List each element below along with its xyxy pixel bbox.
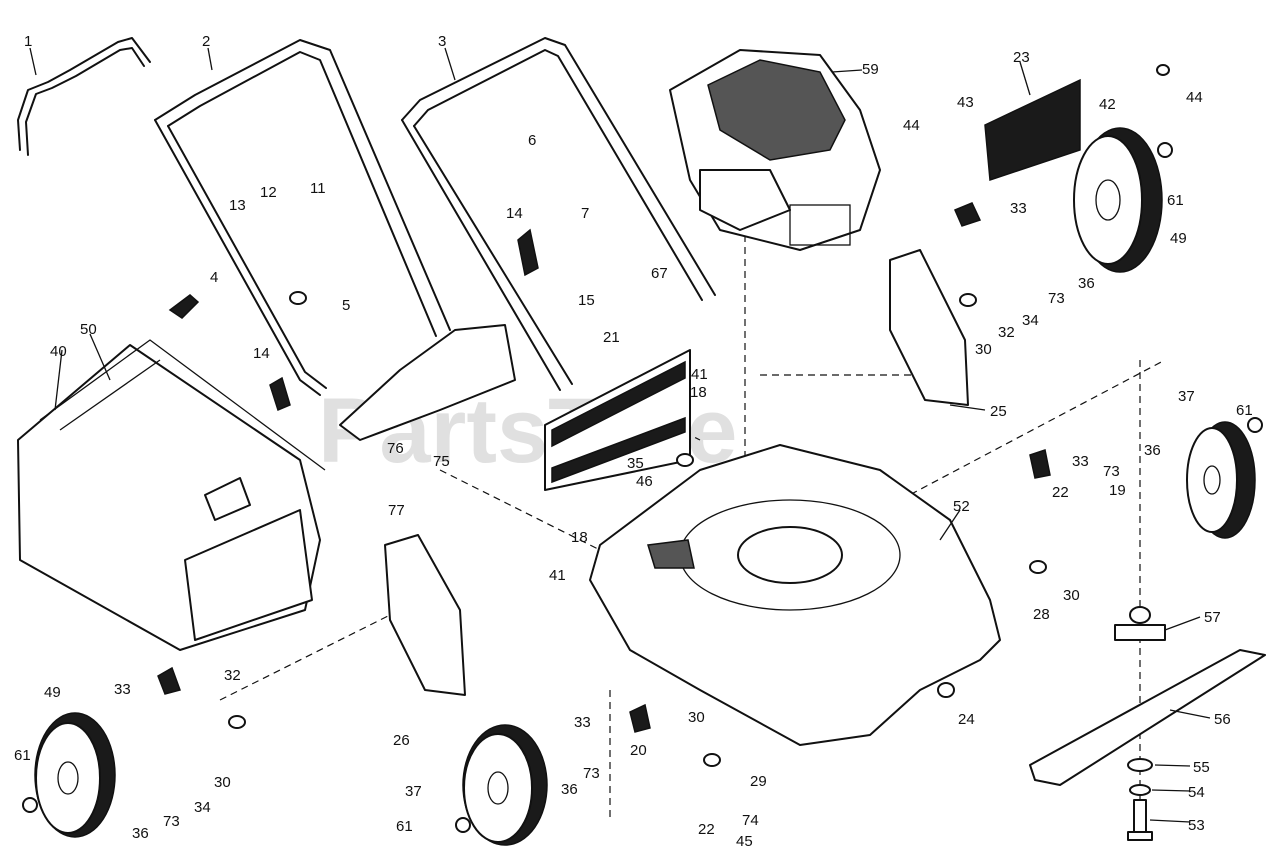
part-label: 61 [396, 818, 413, 835]
part-label: 61 [14, 747, 31, 764]
part-label: 40 [50, 343, 67, 360]
part-label: 53 [1188, 817, 1205, 834]
part-label: 54 [1188, 784, 1205, 801]
part-label: 15 [578, 292, 595, 309]
part-label: 5 [342, 297, 350, 314]
part-label: 18 [571, 529, 588, 546]
part-label: 34 [1022, 312, 1039, 329]
part-label: 29 [750, 773, 767, 790]
part-label: 28 [1033, 606, 1050, 623]
rear-flap [544, 349, 691, 491]
part-label: 52 [953, 498, 970, 515]
wheel-rear-right [1073, 127, 1163, 273]
part-label: 77 [388, 502, 405, 519]
height-adjusters [384, 249, 969, 696]
part-label: 30 [975, 341, 992, 358]
part-label: 49 [44, 684, 61, 701]
leader-lines [29, 47, 1211, 823]
part-label: 18 [690, 384, 707, 401]
part-label: 13 [229, 197, 246, 214]
part-label: 67 [651, 265, 668, 282]
part-label: 25 [990, 403, 1007, 420]
part-label: 46 [636, 473, 653, 490]
part-label: 11 [310, 180, 326, 197]
part-label: 41 [691, 366, 708, 383]
part-label: 76 [387, 440, 404, 457]
part-label: 4 [210, 269, 218, 286]
part-label: 33 [114, 681, 131, 698]
part-label: 41 [549, 567, 566, 584]
part-label: 7 [581, 205, 589, 222]
mower-deck [589, 444, 1001, 746]
part-label: 49 [1170, 230, 1187, 247]
part-label: 30 [214, 774, 231, 791]
part-label: 61 [1236, 402, 1253, 419]
part-label: 33 [1072, 453, 1089, 470]
part-label: 1 [24, 33, 32, 50]
wheel-front-right [1186, 421, 1256, 539]
part-label: 24 [958, 711, 975, 728]
part-label: 36 [132, 825, 149, 842]
part-label: 59 [862, 61, 879, 78]
part-label: 74 [742, 812, 759, 829]
part-label: 36 [1144, 442, 1161, 459]
part-label: 35 [627, 455, 644, 472]
part-label: 73 [163, 813, 180, 830]
part-label: 21 [603, 329, 620, 346]
wheel-rear-left [34, 712, 116, 838]
part-label: 14 [253, 345, 270, 362]
upper-control-bar [17, 37, 151, 156]
part-label: 23 [1013, 49, 1030, 66]
mulch-plug [339, 324, 516, 441]
blade [1029, 649, 1266, 786]
part-label: 42 [1099, 96, 1116, 113]
part-label: 33 [574, 714, 591, 731]
lower-handle [401, 37, 716, 391]
part-label: 34 [194, 799, 211, 816]
grass-catcher [17, 339, 326, 651]
part-label: 36 [1078, 275, 1095, 292]
part-label: 6 [528, 132, 536, 149]
part-label: 43 [957, 94, 974, 111]
blade-hardware [1114, 606, 1166, 841]
part-label: 30 [688, 709, 705, 726]
part-label: 22 [698, 821, 715, 838]
part-labels: 1 2 3 4 5 6 7 11 12 13 14 14 15 18 18 19… [14, 33, 1253, 850]
part-label: 32 [998, 324, 1015, 341]
part-label: 56 [1214, 711, 1231, 728]
part-label: 57 [1204, 609, 1221, 626]
rear-shield [984, 78, 1081, 182]
part-label: 3 [438, 33, 446, 50]
part-label: 12 [260, 184, 277, 201]
part-label: 26 [393, 732, 410, 749]
part-label: 55 [1193, 759, 1210, 776]
part-label: 36 [561, 781, 578, 798]
part-label: 50 [80, 321, 97, 338]
part-label: 19 [1109, 482, 1126, 499]
part-label: 37 [405, 783, 422, 800]
part-label: 22 [1052, 484, 1069, 501]
part-label: 33 [1010, 200, 1027, 217]
part-label: 73 [1103, 463, 1120, 480]
part-label: 37 [1178, 388, 1195, 405]
part-label: 32 [224, 667, 241, 684]
part-label: 14 [506, 205, 523, 222]
wheel-front-left [462, 724, 548, 846]
part-label: 73 [1048, 290, 1065, 307]
part-label: 61 [1167, 192, 1184, 209]
engine [669, 49, 881, 251]
part-label: 45 [736, 833, 753, 850]
part-label: 75 [433, 453, 450, 470]
part-label: 20 [630, 742, 647, 759]
part-label: 30 [1063, 587, 1080, 604]
fasteners [22, 64, 1263, 833]
part-label: 73 [583, 765, 600, 782]
part-label: 44 [1186, 89, 1203, 106]
upper-handle [154, 39, 451, 396]
part-label: 2 [202, 33, 210, 50]
part-label: 44 [903, 117, 920, 134]
